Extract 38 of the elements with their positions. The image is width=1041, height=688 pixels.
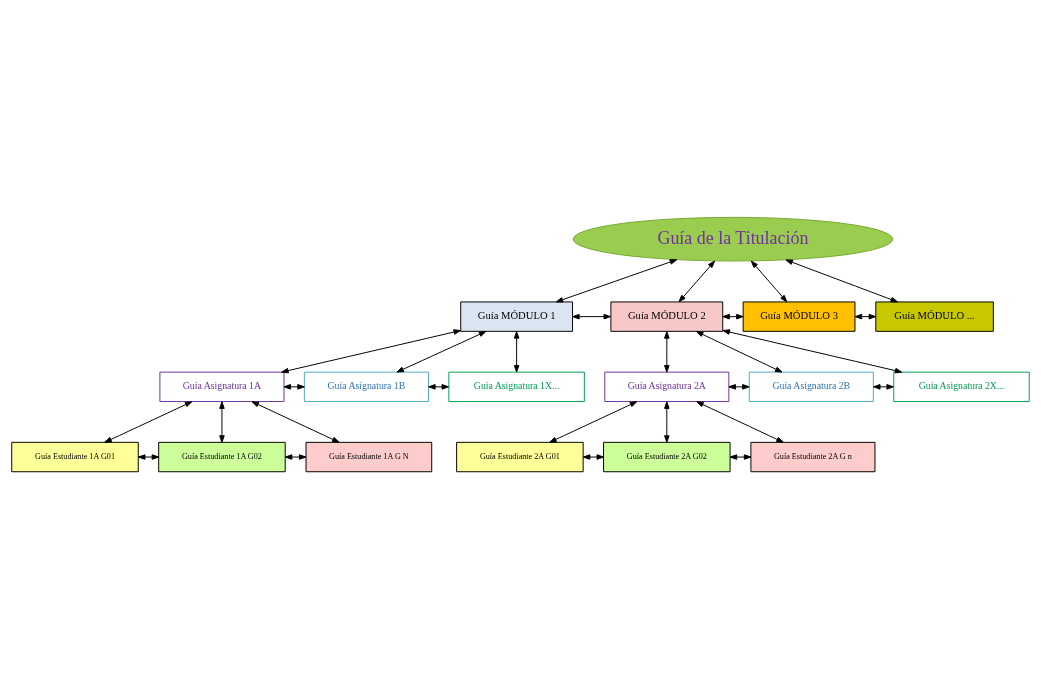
node-box: Guía Asignatura 2A	[604, 371, 730, 402]
node-box: Guía MÓDULO 1	[460, 300, 574, 332]
arrow	[572, 313, 612, 319]
arrow	[284, 453, 307, 460]
node-box: Guía Asignatura 1B	[303, 371, 429, 402]
node-box: Guía MÓDULO 3	[742, 300, 856, 332]
arrow	[695, 330, 783, 373]
node-box: Guía MÓDULO ...	[875, 300, 994, 332]
arrow	[582, 453, 604, 460]
arrow	[696, 400, 784, 443]
node-box: Guía Asignatura 2B	[748, 371, 874, 402]
node-ellipse: Guía de la Titulación	[572, 216, 894, 261]
node-box: Guía Asignatura 1X...	[448, 371, 585, 402]
node-box: Guía Estudiante 2A G01	[456, 441, 584, 472]
node-box: Guía Asignatura 2X...	[893, 371, 1030, 402]
node-box: Guía Estudiante 2A G n	[750, 441, 876, 472]
node-box: Guía MÓDULO 2	[610, 300, 724, 332]
node-box: Guía Estudiante 2A G02	[603, 441, 731, 472]
arrow	[555, 258, 678, 302]
arrow	[219, 400, 225, 443]
arrow	[664, 400, 670, 443]
arrow	[137, 453, 160, 460]
arrow	[664, 330, 670, 373]
arrow	[281, 328, 461, 373]
arrow	[251, 400, 340, 443]
arrow	[513, 330, 520, 373]
arrow	[785, 258, 898, 302]
node-box: Guía Estudiante 1A G01	[11, 441, 139, 472]
arrow	[729, 453, 752, 460]
arrow	[396, 330, 487, 373]
arrow	[549, 400, 638, 443]
arrow	[678, 260, 715, 302]
arrow	[750, 260, 788, 302]
arrow	[722, 328, 903, 373]
node-box: Guía Estudiante 1A G N	[305, 441, 433, 472]
node-box: Guía Estudiante 1A G02	[158, 441, 286, 472]
arrow	[104, 400, 193, 443]
node-box: Guía Asignatura 1A	[159, 371, 285, 402]
